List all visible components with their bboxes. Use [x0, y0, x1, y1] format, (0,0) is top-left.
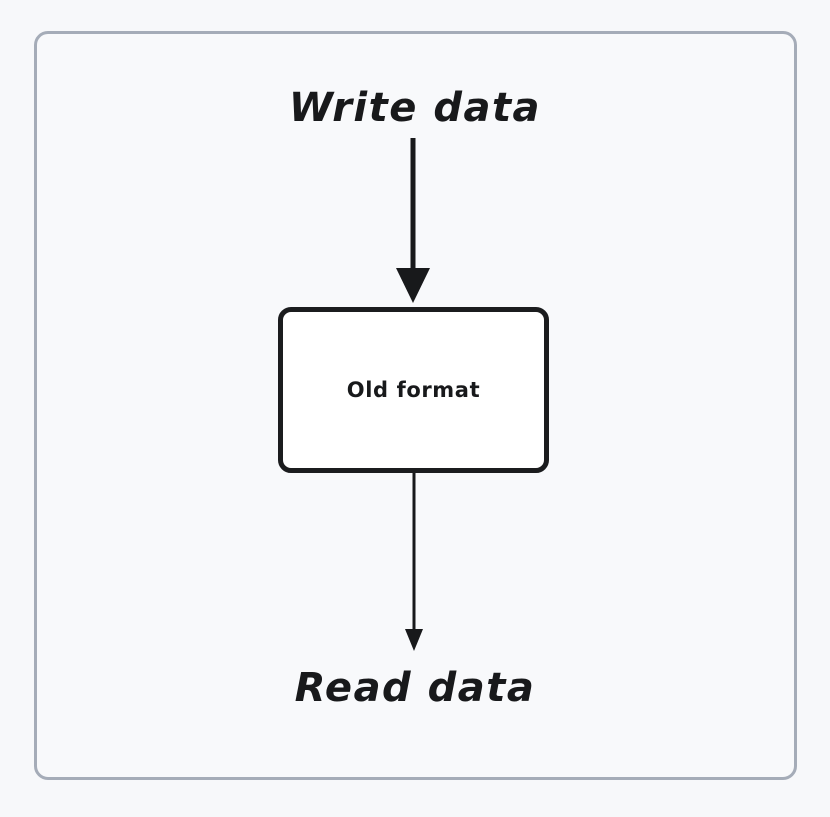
node-read-data-label: Read data	[294, 665, 536, 711]
node-old-format-label: Old format	[346, 378, 481, 402]
node-old-format[interactable]: Old format	[278, 307, 549, 473]
node-write-data-label: Write data	[288, 85, 542, 131]
